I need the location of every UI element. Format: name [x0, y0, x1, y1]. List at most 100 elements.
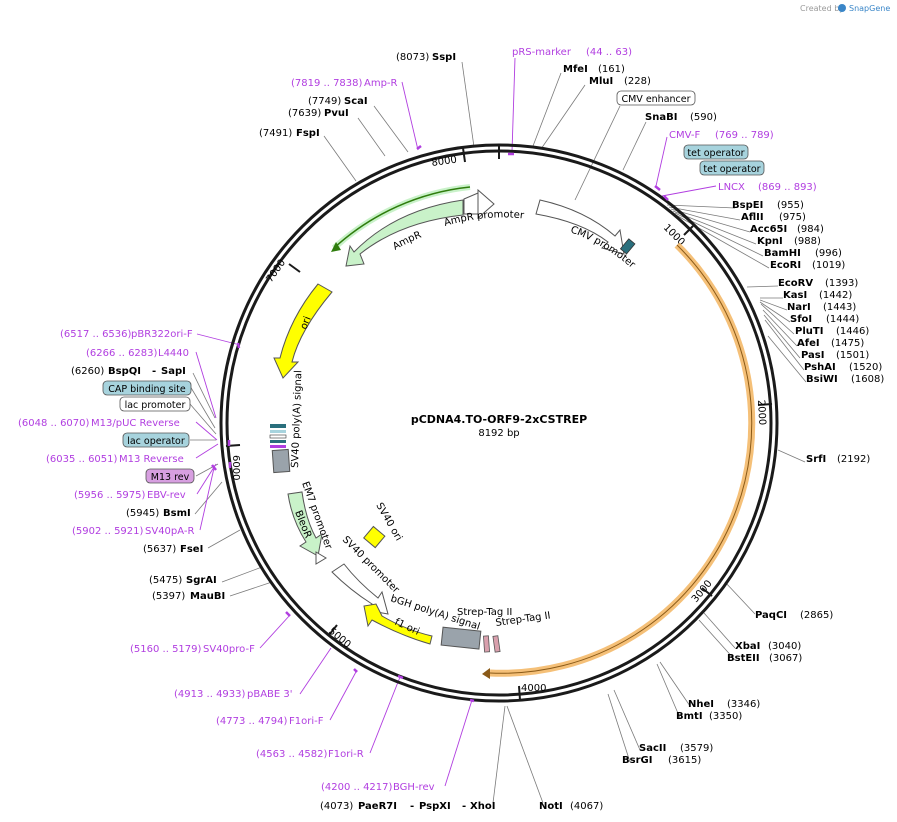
site-pos-pvui: (7639) [288, 108, 321, 119]
primer-range-lncx: (869 .. 893) [758, 182, 817, 193]
site-name-pvui: PvuI [324, 108, 349, 119]
tick-label-4000: 4000 [521, 683, 546, 694]
strep-tag-2-feature [492, 635, 501, 653]
ampr-outer-arrowhead [331, 242, 341, 252]
watermark-brand: SnapGene [849, 4, 890, 13]
primer-name-pbabe-3: pBABE 3' [247, 689, 293, 700]
site-sep-xhoi: - [462, 801, 466, 812]
primer-range-bgh-rev: (4200 .. 4217) [321, 782, 393, 793]
site-sep-sapi: - [152, 366, 156, 377]
primer-range-pbabe-3: (4913 .. 4933) [174, 689, 246, 700]
site-pos-paqci: (2865) [800, 610, 833, 621]
outside-feature-boxes: CMV enhancer tet operator tet operator C… [102, 90, 765, 484]
tick-label-6000: 6000 [230, 455, 241, 480]
primer-range-sv40pa-r: (5902 .. 5921) [72, 526, 144, 537]
tick-label-5000: 5000 [326, 626, 353, 651]
feature-box-cap-binding-site: CAP binding site [108, 384, 186, 395]
site-pos-nari: (1443) [823, 302, 856, 313]
site-name-noti: NotI [539, 801, 563, 812]
primer-range-cmv-f: (769 .. 789) [715, 130, 774, 141]
site-pos-bamhi: (996) [815, 248, 842, 259]
sv40-ori-feature [363, 525, 386, 549]
watermark-prefix: Created by [800, 4, 844, 13]
primer-range-sv40pro-f: (5160 .. 5179) [130, 644, 202, 655]
feature-box-cmv-enhancer: CMV enhancer [621, 94, 690, 105]
site-name-bsmi: BsmI [163, 508, 191, 519]
plasmid-name: pCDNA4.TO-ORF9-2xCSTREP [411, 413, 587, 426]
primer-range-prs-marker: (44 .. 63) [586, 47, 632, 58]
primer-name-l4440: L4440 [158, 348, 189, 359]
site-name-bsteii: BstEII [727, 653, 760, 664]
site-pos-mfei: (161) [598, 64, 625, 75]
primer-name-m13-puc-reverse: M13/pUC Reverse [91, 418, 180, 429]
primer-name-lncx: LNCX [718, 182, 745, 193]
site-name-sapi: SapI [161, 366, 186, 377]
site-name-xbai: XbaI [735, 641, 760, 652]
site-name-kasi: KasI [783, 290, 807, 301]
f1-ori-feature [363, 603, 433, 645]
site-pos-bsrgi: (3615) [668, 755, 701, 766]
primer-name-f1ori-r: F1ori-R [328, 749, 364, 760]
site-name-bsrgi: BsrGI [622, 755, 652, 766]
cmv-promoter-feature [535, 199, 625, 255]
site-pos-paer7i: (4073) [320, 801, 353, 812]
sv40-polya-cluster [269, 424, 291, 474]
site-name-sspi: SspI [432, 52, 456, 63]
site-pos-pasi: (1501) [836, 350, 869, 361]
feature-box-lac-operator: lac operator [127, 436, 185, 447]
sv40-polya-label: SV40 poly(A) signal [290, 370, 304, 468]
site-name-sgrai: SgrAI [186, 575, 217, 586]
primer-name-sv40pa-r: SV40pA-R [145, 526, 194, 537]
site-name-bamhi: BamHI [764, 248, 801, 259]
site-name-srfi: SrfI [806, 454, 826, 465]
site-name-mfei: MfeI [563, 64, 588, 75]
restriction-site-labels: (8073) SspI (7749) ScaI (7639) PvuI (749… [71, 52, 884, 812]
site-name-kpni: KpnI [757, 236, 783, 247]
site-pos-fspi: (7491) [259, 128, 292, 139]
tick-label-2000: 2000 [755, 400, 767, 426]
site-pos-maubi: (5397) [152, 591, 185, 602]
primer-name-cmv-f: CMV-F [669, 130, 700, 141]
site-name-nhei: NheI [688, 699, 714, 710]
tick-label-1000: 1000 [661, 222, 687, 248]
site-name-sacii: SacII [639, 743, 666, 754]
site-name-ecori: EcoRI [770, 260, 801, 271]
strep-tag-1-label: Strep-Tag II [457, 607, 512, 618]
ampr-promoter-arrowhead [477, 188, 495, 220]
site-pos-pluti: (1446) [836, 326, 869, 337]
site-pos-scai: (7749) [308, 96, 341, 107]
feature-box-tet-operator-2: tet operator [703, 164, 760, 175]
site-pos-bspqi: (6260) [71, 366, 104, 377]
primer-name-prs-marker: pRS-marker [512, 47, 572, 58]
site-pos-xbai: (3040) [768, 641, 801, 652]
site-name-xhoi: XhoI [470, 801, 495, 812]
ori-feature [273, 283, 333, 379]
tick-label-8000: 8000 [431, 155, 458, 169]
tick-label-7000: 7000 [264, 258, 288, 285]
site-pos-sspi: (8073) [396, 52, 429, 63]
site-name-pspxi: PspXI [419, 801, 451, 812]
site-name-fsei: FseI [180, 544, 203, 555]
site-name-bmti: BmtI [676, 711, 703, 722]
primer-labels: pRS-marker (44 .. 63) (7819 .. 7838) Amp… [18, 47, 817, 793]
primer-range-l4440: (6266 .. 6283) [86, 348, 158, 359]
site-pos-ecorv: (1393) [825, 278, 858, 289]
site-name-bsiwi: BsiWI [806, 374, 838, 385]
strep-tag-1-feature [483, 635, 490, 653]
site-pos-nhei: (3346) [727, 699, 760, 710]
site-name-bspqi: BspQI [108, 366, 141, 377]
site-pos-bsmi: (5945) [126, 508, 159, 519]
site-pos-srfi: (2192) [837, 454, 870, 465]
site-pos-noti: (4067) [570, 801, 603, 812]
orf-arrowhead [482, 668, 490, 679]
site-name-paer7i: PaeR7I [358, 801, 397, 812]
snapgene-logo-icon [838, 4, 846, 12]
site-name-nari: NarI [787, 302, 811, 313]
site-name-maubi: MauBI [190, 591, 225, 602]
site-pos-afei: (1475) [831, 338, 864, 349]
site-pos-acc65i: (984) [797, 224, 824, 235]
primer-range-m13-reverse: (6035 .. 6051) [46, 454, 118, 465]
primer-range-ebv-rev: (5956 .. 5975) [74, 490, 146, 501]
site-name-ecorv: EcoRV [778, 278, 813, 289]
